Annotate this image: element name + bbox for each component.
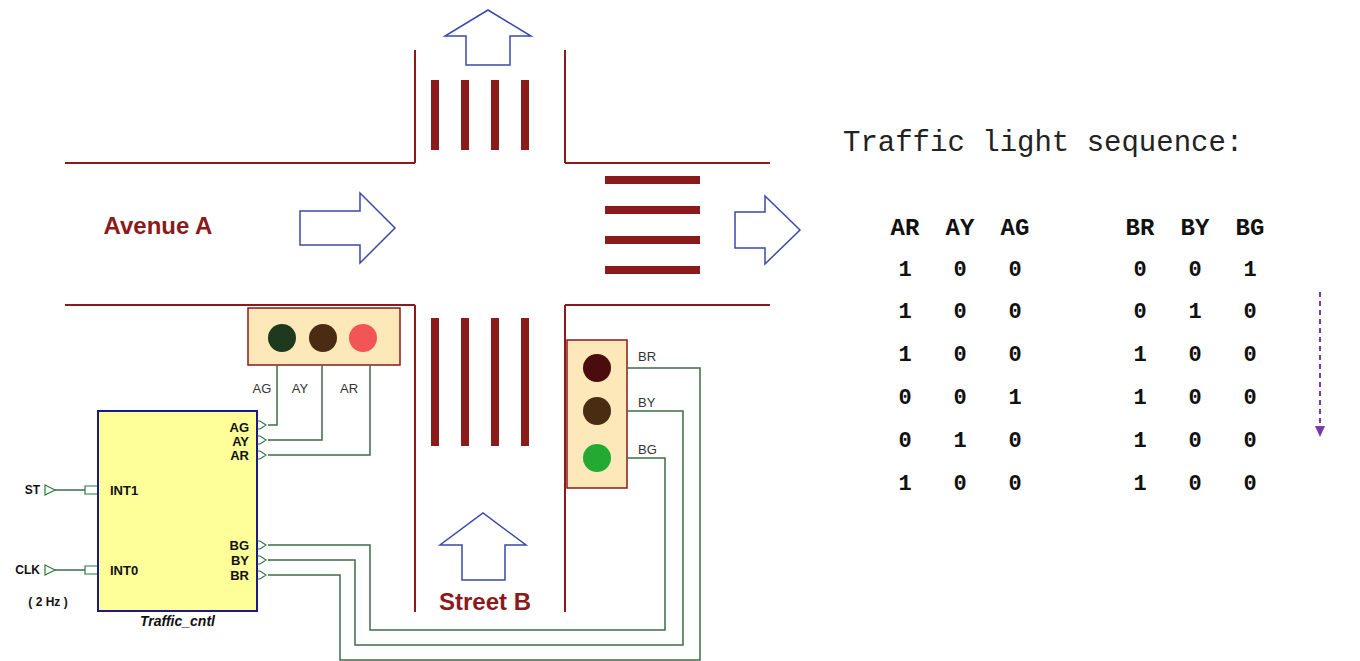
table-cell: 0 [1243,386,1256,411]
road-name: Street B [439,588,531,616]
table-cell: 0 [1243,429,1256,454]
pin-label: BY [231,553,249,568]
table-cell: 1 [1008,386,1021,411]
avenue-a-light [248,308,400,365]
table-cell: 1 [1243,258,1256,283]
table-cell: 0 [1008,258,1021,283]
table-cell: 1 [898,300,911,325]
table-cell: 1 [1133,386,1146,411]
signal-label: BR [638,349,656,364]
road-name: Avenue A [104,212,213,240]
table-cell: 0 [1188,343,1201,368]
table-cell: 0 [1243,300,1256,325]
table-cell: 0 [1243,472,1256,497]
table-header: BR [1126,215,1155,242]
component-name: Traffic_cntl [140,613,215,629]
table-header: BG [1236,215,1265,242]
pin-label: AR [230,448,249,463]
signal-label: AG [253,381,272,396]
signal-label: AR [340,381,358,396]
direction-arrows [300,10,800,580]
input-label: CLK [15,563,40,577]
crosswalks [431,80,700,446]
signal-label: AY [292,381,308,396]
table-cell: 0 [1133,258,1146,283]
table-cell: 0 [1008,343,1021,368]
pin-label: AY [232,434,249,449]
table-cell: 1 [1133,429,1146,454]
signal-label: BG [638,442,657,457]
table-cell: 0 [953,343,966,368]
table-header: BY [1181,215,1210,242]
table-cell: 1 [1133,472,1146,497]
table-cell: 0 [1008,472,1021,497]
street-b-light [567,340,627,488]
table-header: AY [946,215,975,242]
table-cell: 0 [953,300,966,325]
input-label: ST [25,483,40,497]
table-cell: 0 [1188,472,1201,497]
table-cell: 1 [1133,343,1146,368]
table-cell: 0 [898,386,911,411]
table-cell: 0 [953,472,966,497]
table-cell: 0 [1188,429,1201,454]
table-cell: 0 [953,258,966,283]
table-header: AG [1001,215,1030,242]
pin-label: INT0 [110,563,138,578]
table-cell: 0 [953,386,966,411]
table-cell: 0 [898,429,911,454]
table-cell: 0 [1008,300,1021,325]
table-cell: 0 [1133,300,1146,325]
input-label: ( 2 Hz ) [28,595,67,609]
table-header: AR [891,215,920,242]
table-cell: 0 [1188,386,1201,411]
pin-label: BR [230,568,249,583]
pin-label: INT1 [110,483,138,498]
pin-label: BG [230,538,250,553]
table-cell: 1 [1188,300,1201,325]
table-cell: 1 [898,258,911,283]
table-cell: 0 [1008,429,1021,454]
table-cell: 1 [898,472,911,497]
table-cell: 1 [953,429,966,454]
signal-label: BY [638,395,655,410]
table-cell: 1 [898,343,911,368]
table-cell: 0 [1243,343,1256,368]
sequence-arrow [1315,292,1325,437]
signal-wires [55,365,700,660]
table-cell: 0 [1188,258,1201,283]
pin-label: AG [230,420,250,435]
table-title: Traffic light sequence: [843,127,1243,160]
